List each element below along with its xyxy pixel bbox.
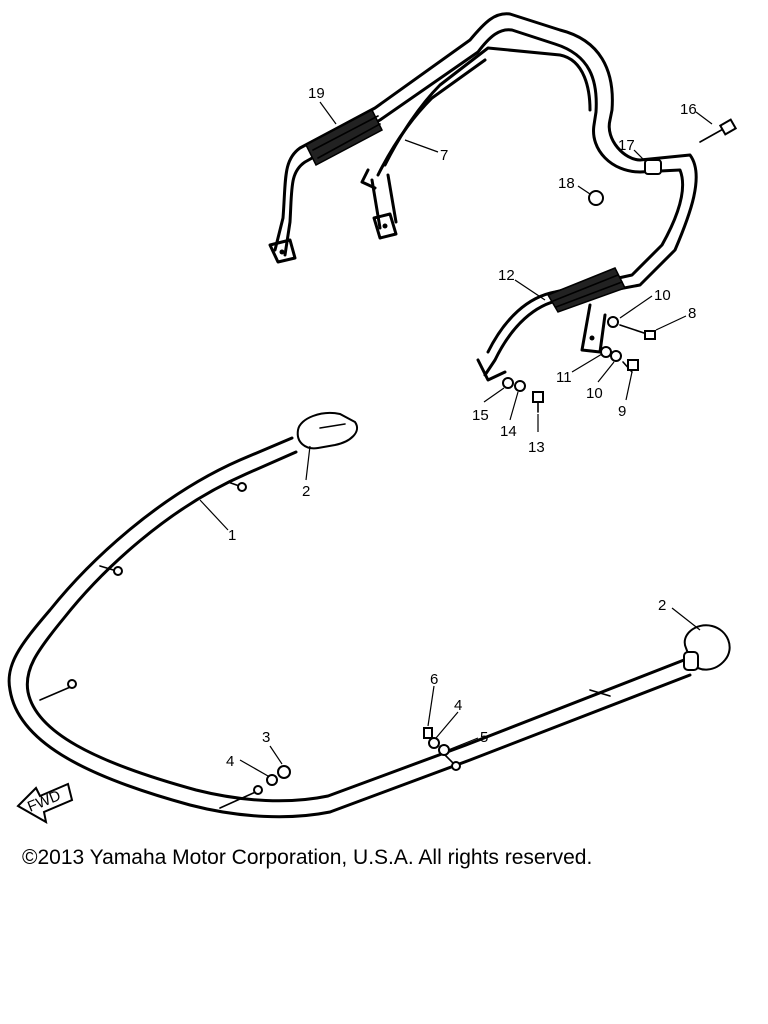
callout-label: 9 bbox=[618, 403, 626, 420]
callout-label: 14 bbox=[500, 423, 517, 440]
callout-label: 4 bbox=[226, 753, 234, 770]
callout-label: 10 bbox=[586, 385, 603, 402]
lower-hardware bbox=[266, 727, 450, 786]
callout-label: 2 bbox=[302, 483, 310, 500]
callout-label: 3 bbox=[262, 729, 270, 746]
callout-labels: 19 7 16 17 18 12 10 8 11 10 9 15 bbox=[199, 85, 713, 777]
upper-hardware bbox=[502, 118, 738, 413]
callout-label: 18 bbox=[558, 175, 575, 192]
fwd-arrow: FWD bbox=[16, 782, 74, 824]
callout-label: 8 bbox=[688, 305, 696, 322]
callout-label: 1 bbox=[228, 527, 236, 544]
callout-label: 6 bbox=[430, 671, 438, 688]
callout-label: 5 bbox=[480, 729, 488, 746]
copyright-notice: ©2013 Yamaha Motor Corporation, U.S.A. A… bbox=[22, 846, 593, 869]
callout-label: 12 bbox=[498, 267, 515, 284]
callout-label: 4 bbox=[454, 697, 462, 714]
callout-label: 10 bbox=[654, 287, 671, 304]
lower-bumper-frame bbox=[7, 436, 692, 819]
right-grip bbox=[546, 267, 627, 313]
left-grip bbox=[305, 108, 383, 167]
upper-grab-rail bbox=[268, 12, 698, 382]
parts-diagram: FWD 19 7 16 17 18 12 10 8 11 10 9 bbox=[7, 12, 738, 824]
callout-label: 7 bbox=[440, 147, 448, 164]
callout-label: 11 bbox=[556, 369, 572, 386]
callout-label: 2 bbox=[658, 597, 666, 614]
callout-label: 19 bbox=[308, 85, 325, 102]
callout-label: 13 bbox=[528, 439, 545, 456]
callout-label: 15 bbox=[472, 407, 489, 424]
end-cap-lower bbox=[683, 624, 731, 671]
end-cap-upper bbox=[296, 412, 358, 450]
callout-label: 17 bbox=[618, 137, 635, 154]
callout-label: 16 bbox=[680, 101, 697, 118]
